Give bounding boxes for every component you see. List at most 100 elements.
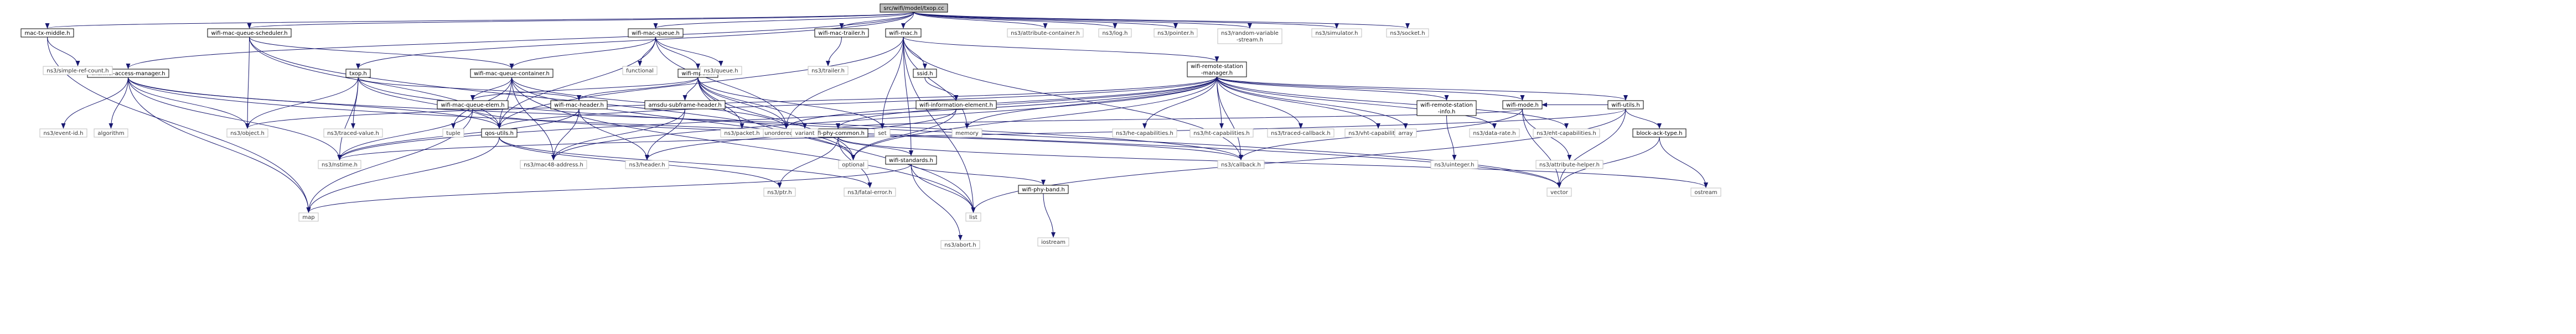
include-edge <box>913 12 1178 29</box>
include-edge <box>1217 76 1628 101</box>
node-label: array <box>1398 131 1413 137</box>
node-ns3-log: ns3/log.h <box>1098 28 1132 38</box>
node-label: wifi-mac-queue-elem.h <box>441 102 504 108</box>
include-edge <box>511 77 856 160</box>
node-label: ns3/ht-capabilities.h <box>1193 131 1250 137</box>
node-box <box>318 160 361 169</box>
include-edge <box>497 36 904 129</box>
node-wifi-mac-header[interactable]: wifi-mac-header.h <box>550 100 608 109</box>
node-ns3-abort: ns3/abort.h <box>940 240 980 249</box>
node-box <box>622 66 658 75</box>
node-wifi-mac-queue[interactable]: wifi-mac-queue.h <box>628 28 684 38</box>
node-box <box>880 3 948 13</box>
node-label: ns3/simple-ref-count.h <box>46 68 108 74</box>
node-box <box>814 28 869 38</box>
include-edge <box>1217 76 1449 101</box>
node-box <box>20 28 74 38</box>
include-edge <box>511 77 976 213</box>
include-edge <box>249 36 501 129</box>
node-label: wifi-standards.h <box>889 158 933 164</box>
node-box <box>940 240 980 249</box>
node-ssid[interactable]: ssid.h <box>913 69 937 78</box>
node-functional: functional <box>622 66 658 75</box>
include-edge <box>128 77 311 213</box>
node-box <box>628 28 684 38</box>
node-wifi-mac-queue-elem[interactable]: wifi-mac-queue-elem.h <box>437 100 509 109</box>
node-label: ns3/attribute-helper.h <box>1539 162 1600 168</box>
include-edge <box>1217 76 1303 129</box>
node-ns3-eht-capabilities: ns3/eht-capabilities.h <box>1533 128 1600 138</box>
node-qos-utils[interactable]: qos-utils.h <box>481 128 518 138</box>
include-edge <box>578 108 649 160</box>
node-mac-tx-middle[interactable]: mac-tx-middle.h <box>20 28 74 38</box>
include-edge <box>638 36 656 66</box>
node-label: wifi-mac-header.h <box>554 102 604 108</box>
node-wifi-mac-queue-scheduler[interactable]: wifi-mac-queue-scheduler.h <box>207 28 292 38</box>
include-edge <box>655 36 723 66</box>
node-wifi-remote-station-info[interactable]: wifi-remote-station-info.h <box>1416 100 1477 116</box>
include-edge <box>903 36 969 129</box>
node-box <box>481 128 518 138</box>
include-edge <box>497 76 1217 129</box>
node-box <box>1098 28 1132 38</box>
node-label: mac-tx-middle.h <box>24 30 70 36</box>
include-edge <box>851 76 1217 160</box>
node-wifi-mac-trailer[interactable]: wifi-mac-trailer.h <box>814 28 869 38</box>
node-wifi-mac-queue-container[interactable]: wifi-mac-queue-container.h <box>470 69 554 78</box>
include-edge <box>1217 76 1497 129</box>
include-edge <box>551 108 580 160</box>
node-amsdu-subframe-header[interactable]: amsdu-subframe-header.h <box>644 100 726 109</box>
node-txop-h[interactable]: txop.h <box>345 69 371 78</box>
node-label: ns3/event-id.h <box>43 131 83 137</box>
include-edge <box>551 76 1217 160</box>
node-ns3-ht-capabilities: ns3/ht-capabilities.h <box>1189 128 1254 138</box>
include-edge <box>245 76 1217 129</box>
node-label: channel-access-manager.h <box>91 71 165 77</box>
node-wifi-utils[interactable]: wifi-utils.h <box>1607 100 1644 109</box>
node-ns3-fatal-error: ns3/fatal-error.h <box>844 187 896 197</box>
node-box <box>1311 28 1362 38</box>
node-box <box>1535 160 1603 169</box>
node-box <box>720 128 764 138</box>
include-edge <box>655 36 700 69</box>
include-edge <box>911 164 1046 185</box>
node-block-ack-type[interactable]: block-ack-type.h <box>1632 128 1687 138</box>
include-edge <box>61 77 128 129</box>
include-edge <box>697 77 789 129</box>
node-box <box>1007 28 1084 38</box>
node-box <box>226 128 268 138</box>
node-box <box>1037 237 1069 247</box>
include-edge <box>971 108 1626 213</box>
node-wifi-information-element[interactable]: wifi-information-element.h <box>915 100 997 109</box>
node-label: -info.h <box>1438 109 1456 115</box>
node-label: ns3/log.h <box>1102 30 1127 36</box>
include-edge <box>653 12 914 29</box>
node-label: optional <box>842 162 865 168</box>
node-wifi-remote-station-manager[interactable]: wifi-remote-station-manager.h <box>1187 61 1247 77</box>
node-label: iostream <box>1041 239 1065 246</box>
include-edge <box>645 108 685 160</box>
node-box <box>1187 61 1247 77</box>
node-label: amsdu-subframe-header.h <box>648 102 721 108</box>
node-label: ns3/header.h <box>629 162 665 168</box>
include-edge <box>47 36 80 66</box>
node-wifi-standards[interactable]: wifi-standards.h <box>885 155 937 165</box>
node-label: wifi-mac-trailer.h <box>818 30 865 36</box>
node-ns3-trailer: ns3/trailer.h <box>808 66 849 75</box>
node-label: ns3/queue.h <box>704 68 738 74</box>
include-edge <box>1217 76 1408 129</box>
node-wifi-mac[interactable]: wifi-mac.h <box>885 28 922 38</box>
node-wifi-mode[interactable]: wifi-mode.h <box>1502 100 1543 109</box>
node-box <box>885 28 922 38</box>
include-edge <box>1043 193 1056 238</box>
node-ns3-random-variable-stream: ns3/random-variable-stream.h <box>1217 28 1282 44</box>
node-box <box>345 69 371 78</box>
node-map: map <box>298 212 319 222</box>
node-wifi-phy-band[interactable]: wifi-phy-band.h <box>1018 185 1069 194</box>
node-root[interactable]: src/wifi/model/txop.cc <box>880 3 948 13</box>
node-label: -manager.h <box>1201 70 1233 76</box>
include-edge <box>1557 137 1660 188</box>
node-label: ns3/he-capabilities.h <box>1116 131 1173 137</box>
include-edge <box>351 77 359 129</box>
node-label: ns3/abort.h <box>944 242 976 248</box>
